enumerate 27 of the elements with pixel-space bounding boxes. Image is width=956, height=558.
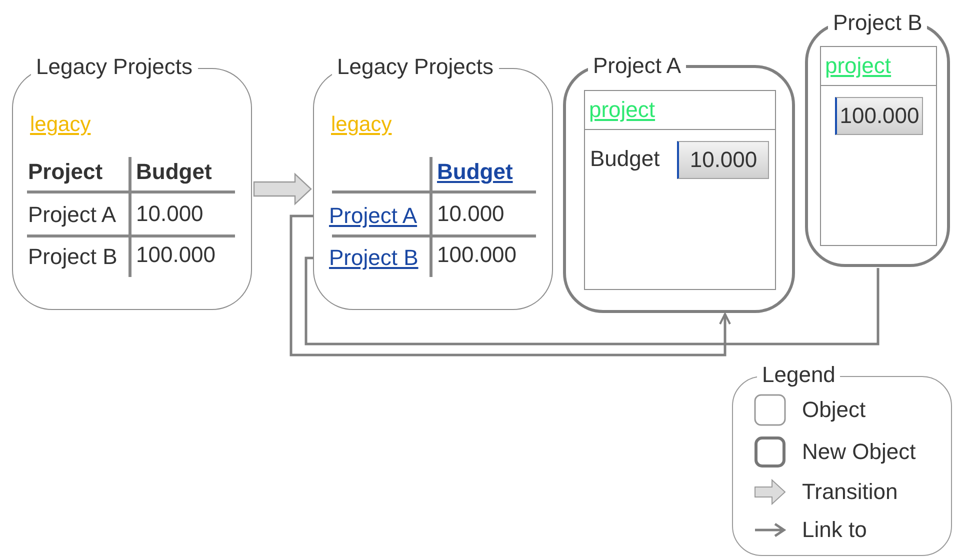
table-cell: 100.000 (136, 242, 216, 268)
input-field: 10.000 (677, 141, 769, 179)
link: legacy (30, 112, 91, 138)
link: project (589, 97, 656, 123)
table-cell: Project A (28, 202, 116, 228)
legend-label: New Object (802, 439, 916, 465)
arrow (290, 214, 731, 356)
table-cell: Project B (28, 244, 118, 270)
block-arrow (253, 172, 312, 206)
table-header: Project (28, 159, 103, 185)
table-cell: 100.000 (437, 242, 517, 268)
input-field: 100.000 (835, 97, 923, 135)
form-panel (820, 46, 937, 246)
connector-line (304, 256, 880, 346)
link: Budget (437, 159, 513, 185)
table-cell: 10.000 (136, 201, 204, 227)
link: Project B (329, 245, 418, 271)
legend-label: Object (802, 397, 866, 423)
table-cell: 10.000 (437, 201, 504, 227)
form-panel (584, 90, 776, 290)
table-header: Budget (136, 159, 212, 185)
field-label: Budget (590, 146, 660, 172)
legend-label: Link to (802, 517, 867, 543)
link: project (825, 53, 892, 79)
legend-label: Transition (802, 479, 898, 505)
link: legacy (331, 112, 392, 138)
link: Project A (329, 203, 418, 229)
